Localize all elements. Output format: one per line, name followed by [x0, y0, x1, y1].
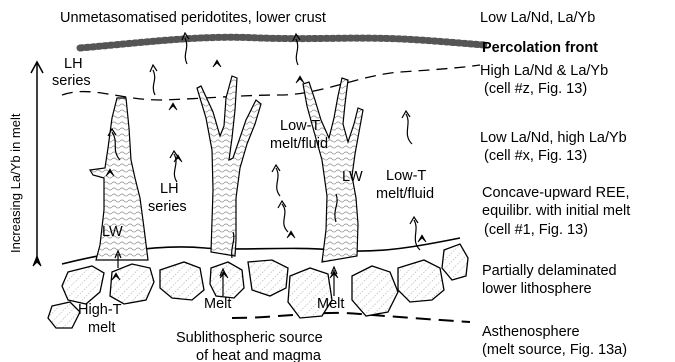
lh-series-mid-1: LH: [160, 181, 179, 197]
source-label-b: of heat and magma: [196, 348, 322, 362]
increasing-la-yb-arrow: [31, 62, 43, 266]
lw-label-right: LW: [342, 169, 363, 185]
low-t-melt-2b: melt/fluid: [376, 186, 434, 202]
label-concave-upward: Concave-upward REE,: [482, 185, 630, 201]
label-asthenosphere: Asthenosphere: [482, 324, 580, 340]
melt-label-1: Melt: [204, 296, 231, 312]
label-melt-source: (melt source, Fig. 13a): [482, 342, 627, 358]
source-label-a: Sublithospheric source: [176, 330, 323, 346]
upper-dashed-boundary: [62, 65, 480, 100]
asthenosphere-dashed-boundary: [232, 313, 470, 322]
high-t-melt-b: melt: [88, 320, 115, 336]
top-title: Unmetasomatised peridotites, lower crust: [60, 10, 326, 26]
label-cell-x: (cell #x, Fig. 13): [484, 148, 587, 164]
label-low-la-nd-high-la-yb: Low La/Nd, high La/Yb: [480, 130, 627, 146]
label-percolation-front: Percolation front: [482, 40, 598, 56]
lw-label-left: LW: [102, 224, 123, 240]
label-cell-z: (cell #z, Fig. 13): [484, 81, 587, 97]
low-t-melt-1a: Low-T: [280, 118, 320, 134]
dyke-central: [197, 76, 261, 256]
melt-flow-arrows: [108, 33, 420, 258]
label-lower-lithosphere: lower lithosphere: [482, 281, 592, 297]
lh-series-left-2: series: [52, 73, 91, 89]
label-partially-delaminated: Partially delaminated: [482, 263, 617, 279]
label-high-la-nd: High La/Nd & La/Yb: [480, 63, 608, 79]
axis-label: Increasing La/Yb in melt: [8, 113, 23, 253]
melt-label-2: Melt: [317, 296, 344, 312]
lh-series-left-1: LH: [64, 56, 83, 72]
label-equilibr: equilibr. with initial melt: [482, 203, 630, 219]
label-low-la-nd-la-yb: Low La/Nd, La/Yb: [480, 10, 595, 26]
low-t-melt-1b: melt/fluid: [270, 136, 328, 152]
high-t-melt-a: High-T: [78, 302, 122, 318]
low-t-melt-2a: Low-T: [386, 168, 426, 184]
percolation-front-line: [80, 37, 485, 48]
label-cell-1: (cell #1, Fig. 13): [484, 222, 588, 238]
lh-series-mid-2: series: [148, 199, 187, 215]
